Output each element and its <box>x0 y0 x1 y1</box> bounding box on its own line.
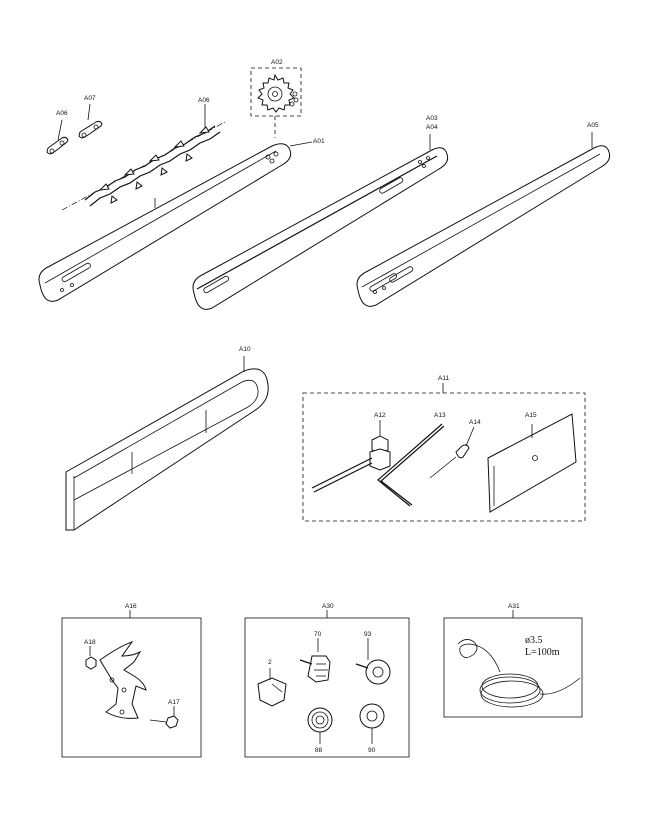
label-a04: A04 <box>426 124 438 131</box>
wire-coil-a31 <box>443 610 583 718</box>
wire-length: L=100m <box>525 647 560 658</box>
label-a17: A17 <box>168 699 180 706</box>
label-a15: A15 <box>525 412 537 419</box>
bar-cover-a10 <box>65 356 269 531</box>
part-labels: A02 A06 A07 A06 A01 A03 A04 A05 A10 A11 … <box>56 59 599 754</box>
sprocket-a02 <box>250 67 302 138</box>
label-a18: A18 <box>84 639 96 646</box>
part-88 <box>307 707 333 744</box>
label-part-93: 93 <box>364 631 372 638</box>
part-93 <box>355 638 391 685</box>
part-90 <box>359 703 385 744</box>
label-a11: A11 <box>438 375 449 382</box>
label-a01: A01 <box>313 138 325 145</box>
label-a06-chain: A06 <box>198 97 210 104</box>
wire-diameter: ø3.5 <box>525 635 543 646</box>
label-a05: A05 <box>587 122 599 129</box>
label-part-2: 2 <box>268 659 272 666</box>
hex-key-a13 <box>377 423 445 507</box>
label-a10: A10 <box>239 346 251 353</box>
label-a16: A16 <box>125 603 137 610</box>
tool-kit-a11 <box>302 383 586 522</box>
label-a30: A30 <box>322 603 334 610</box>
guide-bar-a05 <box>356 132 611 307</box>
label-part-88: 88 <box>315 747 323 754</box>
label-a14: A14 <box>469 419 481 426</box>
screwdriver-a14 <box>429 426 475 479</box>
guide-bar-a01 <box>38 141 313 302</box>
part-70 <box>299 638 331 683</box>
bumper-spike-a16 <box>61 610 202 758</box>
chain-links-a06-a07 <box>46 103 103 155</box>
label-a06-link: A06 <box>56 110 68 117</box>
part-2 <box>257 677 287 707</box>
label-a03: A03 <box>426 115 438 122</box>
file-guide-a15 <box>487 413 577 513</box>
label-a02: A02 <box>271 59 283 66</box>
wrench-a12 <box>311 420 391 493</box>
label-part-70: 70 <box>314 631 322 638</box>
label-a13: A13 <box>434 412 446 419</box>
parts-box-a30 <box>244 610 410 758</box>
label-a12: A12 <box>374 412 386 419</box>
guide-bar-a03-a04 <box>192 134 449 310</box>
label-a07: A07 <box>84 95 96 102</box>
saw-chain-a06 <box>61 104 226 211</box>
label-a31: A31 <box>508 603 520 610</box>
label-part-90: 90 <box>368 747 376 754</box>
